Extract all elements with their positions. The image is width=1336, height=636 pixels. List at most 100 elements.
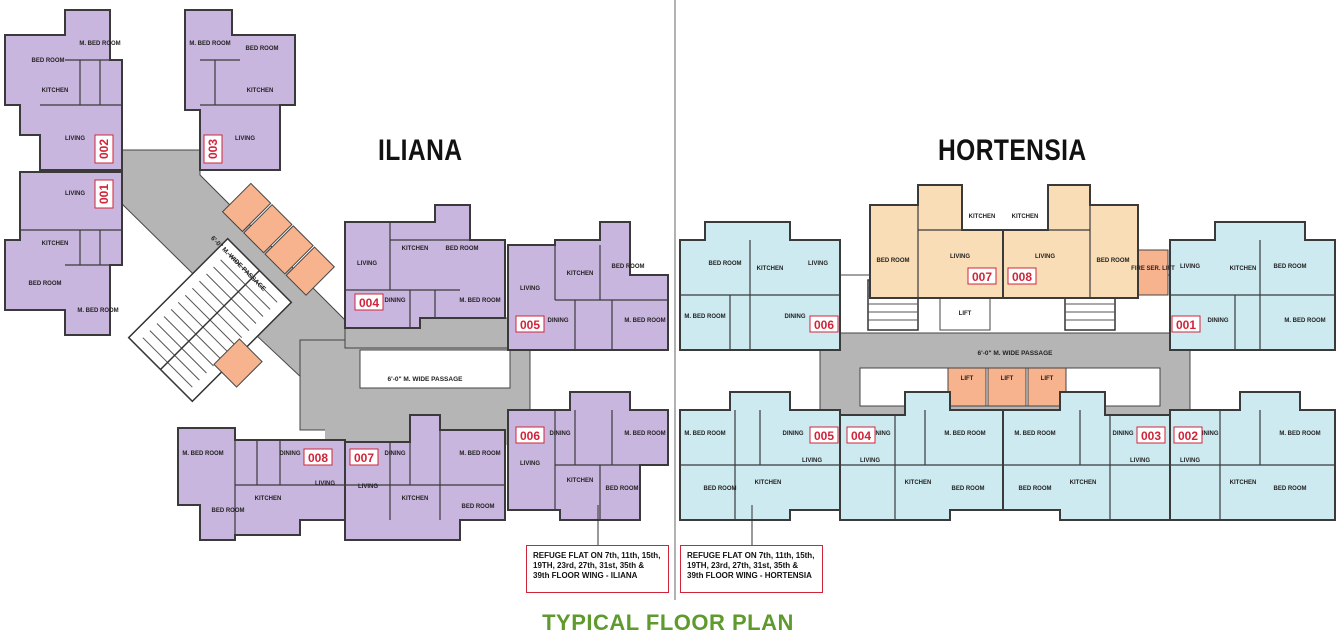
room-label-living: LIVING [315,481,335,487]
room-label-m-bed-room: M. BED ROOM [459,451,500,457]
room-label-kitchen: KITCHEN [255,496,282,502]
passage-label-iliana: 6'-0" M. WIDE PASSAGE [388,376,464,383]
hortensia-lift-2 [987,367,1027,407]
room-label-bed-room: BED ROOM [462,504,495,510]
room-label-dining: DINING [1208,318,1229,324]
room-label-dining: DINING [1113,431,1134,437]
hortensia-flat-tag-005: 005 [809,426,839,444]
room-label-living: LIVING [235,136,255,142]
room-label-kitchen: KITCHEN [42,88,69,94]
room-label-bed-room: BED ROOM [1274,486,1307,492]
room-label-lift: LIFT [961,376,974,382]
hortensia-flat-004 [839,391,1004,521]
svg-text:002: 002 [1178,429,1198,443]
room-label-living: LIVING [1035,254,1055,260]
svg-text:008: 008 [308,451,328,465]
room-label-bed-room: BED ROOM [612,264,645,270]
iliana-lift-bank [221,182,336,296]
iliana-stair-core [127,237,293,403]
svg-text:006: 006 [814,318,834,332]
room-label-bed-room: BED ROOM [29,281,62,287]
room-label-kitchen: KITCHEN [402,246,429,252]
room-label-kitchen: KITCHEN [42,241,69,247]
iliana-wing [4,9,669,541]
room-label-bed-room: BED ROOM [212,508,245,514]
room-label-living: LIVING [1180,458,1200,464]
room-label-lift: LIFT [1001,376,1014,382]
room-label-bed-room: BED ROOM [1019,486,1052,492]
iliana-flat-002 [4,9,123,171]
svg-text:007: 007 [972,270,992,284]
room-label-dining: DINING [785,314,806,320]
room-label-kitchen: KITCHEN [247,88,274,94]
room-label-bed-room: BED ROOM [704,486,737,492]
room-label-kitchen: KITCHEN [757,266,784,272]
room-label-kitchen: KITCHEN [969,214,996,220]
hortensia-flat-006 [679,221,841,351]
room-label-bed-room: BED ROOM [606,486,639,492]
room-label-living: LIVING [950,254,970,260]
refuge-note-iliana: REFUGE FLAT ON 7th, 11th, 15th, 19TH, 23… [526,545,669,593]
room-label-dining: DINING [385,451,406,457]
room-label-lift: LIFT [959,311,972,317]
hortensia-flat-tag-004: 004 [846,426,876,444]
hortensia-fire-lift [1137,249,1169,296]
room-label-living: LIVING [802,458,822,464]
room-label-m-bed-room: M. BED ROOM [684,314,725,320]
svg-text:001: 001 [1176,318,1196,332]
hortensia-flat-008 [1002,184,1139,299]
iliana-flat-004 [344,204,506,329]
svg-text:004: 004 [851,429,871,443]
room-label-m-bed-room: M. BED ROOM [1014,431,1055,437]
room-label-kitchen: KITCHEN [755,480,782,486]
hortensia-lift-1 [947,367,987,407]
wing-title-iliana: ILIANA [378,134,463,167]
hortensia-wing [679,184,1336,521]
room-label-kitchen: KITCHEN [402,496,429,502]
room-label-m-bed-room: M. BED ROOM [624,318,665,324]
hortensia-flat-tag-008: 008 [1007,267,1037,285]
room-label-bed-room: BED ROOM [1097,258,1130,264]
room-label-kitchen: KITCHEN [905,480,932,486]
iliana-flat-001 [4,171,123,336]
svg-text:001: 001 [97,184,111,204]
room-label-m-bed-room: M. BED ROOM [1284,318,1325,324]
svg-text:005: 005 [520,318,540,332]
iliana-flat-tag-007: 007 [349,448,379,466]
room-label-bed-room: BED ROOM [1274,264,1307,270]
iliana-flat-tag-008: 008 [303,448,333,466]
iliana-flat-tag-004: 004 [354,293,384,311]
iliana-flat-tag-002: 002 [94,134,114,164]
room-label-lift: LIFT [1041,376,1054,382]
room-label-bed-room: BED ROOM [246,46,279,52]
iliana-flat-008 [177,427,346,541]
svg-text:003: 003 [1141,429,1161,443]
svg-text:005: 005 [814,429,834,443]
room-label-living: LIVING [65,136,85,142]
hortensia-flat-001 [1169,221,1336,351]
iliana-flat-tag-003: 003 [203,134,223,164]
iliana-flat-tag-005: 005 [515,315,545,333]
iliana-flat-006 [507,391,669,521]
iliana-flat-003 [184,9,296,171]
room-label-dining: DINING [385,298,406,304]
room-label-m-bed-room: M. BED ROOM [77,308,118,314]
room-label-living: LIVING [520,461,540,467]
room-label-m-bed-room: M. BED ROOM [684,431,725,437]
room-label-living: LIVING [860,458,880,464]
svg-text:008: 008 [1012,270,1032,284]
svg-text:007: 007 [354,451,374,465]
room-label-living: LIVING [808,261,828,267]
wing-title-hortensia: HORTENSIA [938,134,1087,167]
room-label-lift: FIRE SER. LIFT [1131,266,1175,272]
room-label-bed-room: BED ROOM [709,261,742,267]
room-label-living: LIVING [1180,264,1200,270]
room-label-m-bed-room: M. BED ROOM [189,41,230,47]
hortensia-flat-tag-003: 003 [1136,426,1166,444]
room-label-m-bed-room: M. BED ROOM [79,41,120,47]
room-label-kitchen: KITCHEN [1230,480,1257,486]
room-label-living: LIVING [1130,458,1150,464]
room-label-dining: DINING [280,451,301,457]
hortensia-flat-tag-002: 002 [1173,426,1203,444]
